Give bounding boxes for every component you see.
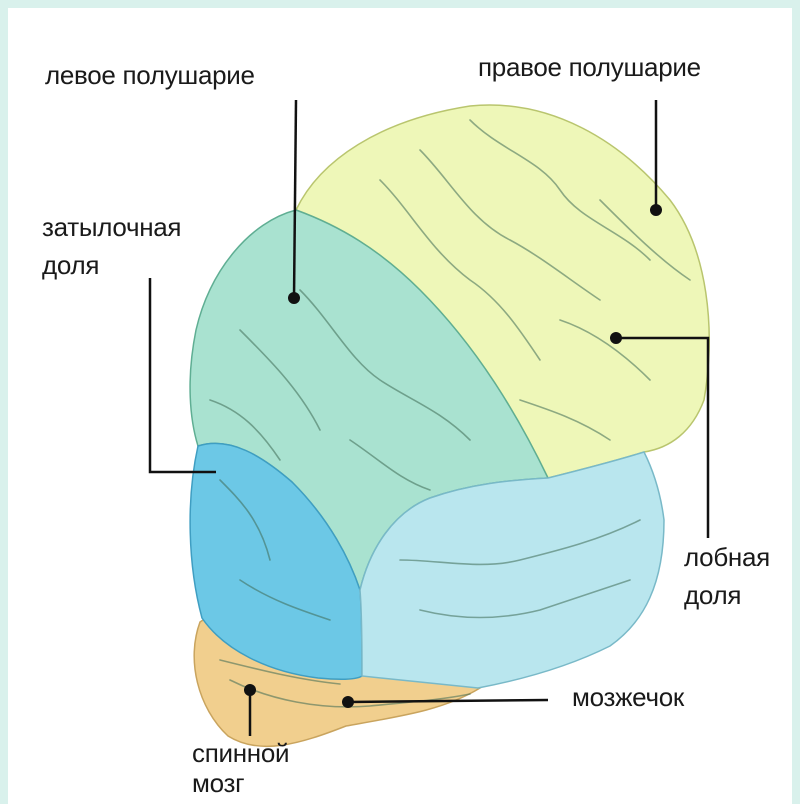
frontal-lobe-label-line1: лобная [684,542,770,572]
cerebellum-label: мозжечок [572,682,684,712]
frontal-lobe-label-line2: доля [684,580,741,610]
spinal-cord-label-line1: спинной [192,738,289,768]
occipital-lobe-label-line2: доля [42,250,99,280]
occipital-lobe-label-line1: затылочная [42,212,181,242]
left-hemisphere-label: левое полушарие [45,60,255,90]
right-hemisphere-label: правое полушарие [478,52,701,82]
spinal-cord-label-line2: мозг [192,768,244,798]
